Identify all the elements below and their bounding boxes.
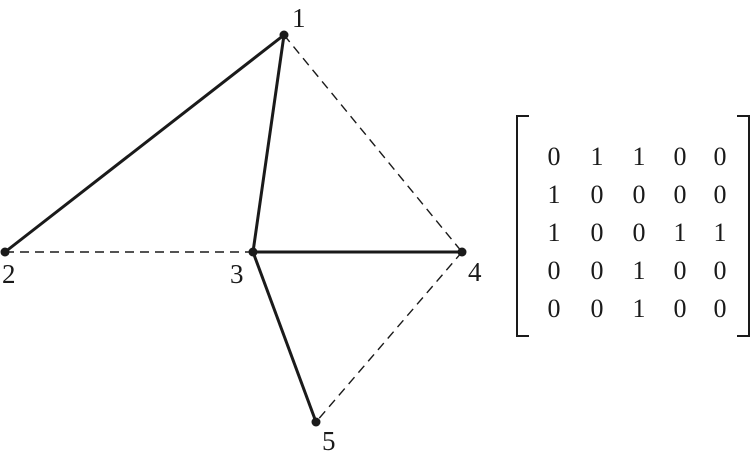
- matrix-cell-r2-c3: 0: [633, 180, 646, 209]
- matrix-cell-r4-c3: 1: [633, 256, 646, 285]
- node-1: [279, 30, 289, 40]
- matrix-cell-r5-c1: 0: [548, 294, 561, 323]
- matrix-cell-r5-c4: 0: [674, 294, 687, 323]
- matrix-right-bracket: [737, 115, 750, 337]
- node-5: [311, 417, 321, 427]
- matrix-cell-r4-c1: 0: [548, 256, 561, 285]
- matrix-cell-r4-c4: 0: [674, 256, 687, 285]
- node-label-5: 5: [322, 426, 336, 456]
- graph-nodes: [0, 30, 467, 427]
- matrix-cell-r3-c1: 1: [548, 218, 561, 247]
- matrix-cell-r3-c4: 1: [674, 218, 687, 247]
- matrix-cell-r5-c5: 0: [714, 294, 727, 323]
- node-3: [248, 247, 258, 257]
- matrix-cell-r3-c5: 1: [714, 218, 727, 247]
- matrix-cell-r2-c4: 0: [674, 180, 687, 209]
- matrix-cell-r3-c3: 0: [633, 218, 646, 247]
- matrix-cell-r2-c5: 0: [714, 180, 727, 209]
- graph-edges: [4, 33, 463, 423]
- graph-node-labels: 1 2 3 4 5: [2, 3, 482, 456]
- matrix-cell-r5-c3: 1: [633, 294, 646, 323]
- matrix-cell-r1-c1: 0: [548, 142, 561, 171]
- node-label-4: 4: [468, 257, 482, 287]
- edge-1-3-solid: [251, 34, 286, 253]
- matrix-cell-r5-c2: 0: [591, 294, 604, 323]
- node-label-2: 2: [2, 259, 16, 289]
- matrix-cell-r1-c2: 1: [591, 142, 604, 171]
- node-label-3: 3: [230, 259, 244, 289]
- node-4: [457, 247, 467, 257]
- matrix-left-bracket: [516, 115, 529, 337]
- matrix-cell-r4-c2: 0: [591, 256, 604, 285]
- matrix-cell-r4-c5: 0: [714, 256, 727, 285]
- matrix-cell-r2-c2: 0: [591, 180, 604, 209]
- matrix-cell-r2-c1: 1: [548, 180, 561, 209]
- matrix-cell-r1-c5: 0: [714, 142, 727, 171]
- matrix-cell-r3-c2: 0: [591, 218, 604, 247]
- edge-3-5-solid: [251, 251, 318, 423]
- matrix-cell-r1-c4: 0: [674, 142, 687, 171]
- node-2: [0, 247, 10, 257]
- matrix-cell-r1-c3: 1: [633, 142, 646, 171]
- node-label-1: 1: [292, 3, 306, 33]
- edge-1-4-dashed: [283, 34, 463, 253]
- edge-1-2-solid: [4, 33, 285, 254]
- edge-4-5-dashed: [315, 251, 463, 423]
